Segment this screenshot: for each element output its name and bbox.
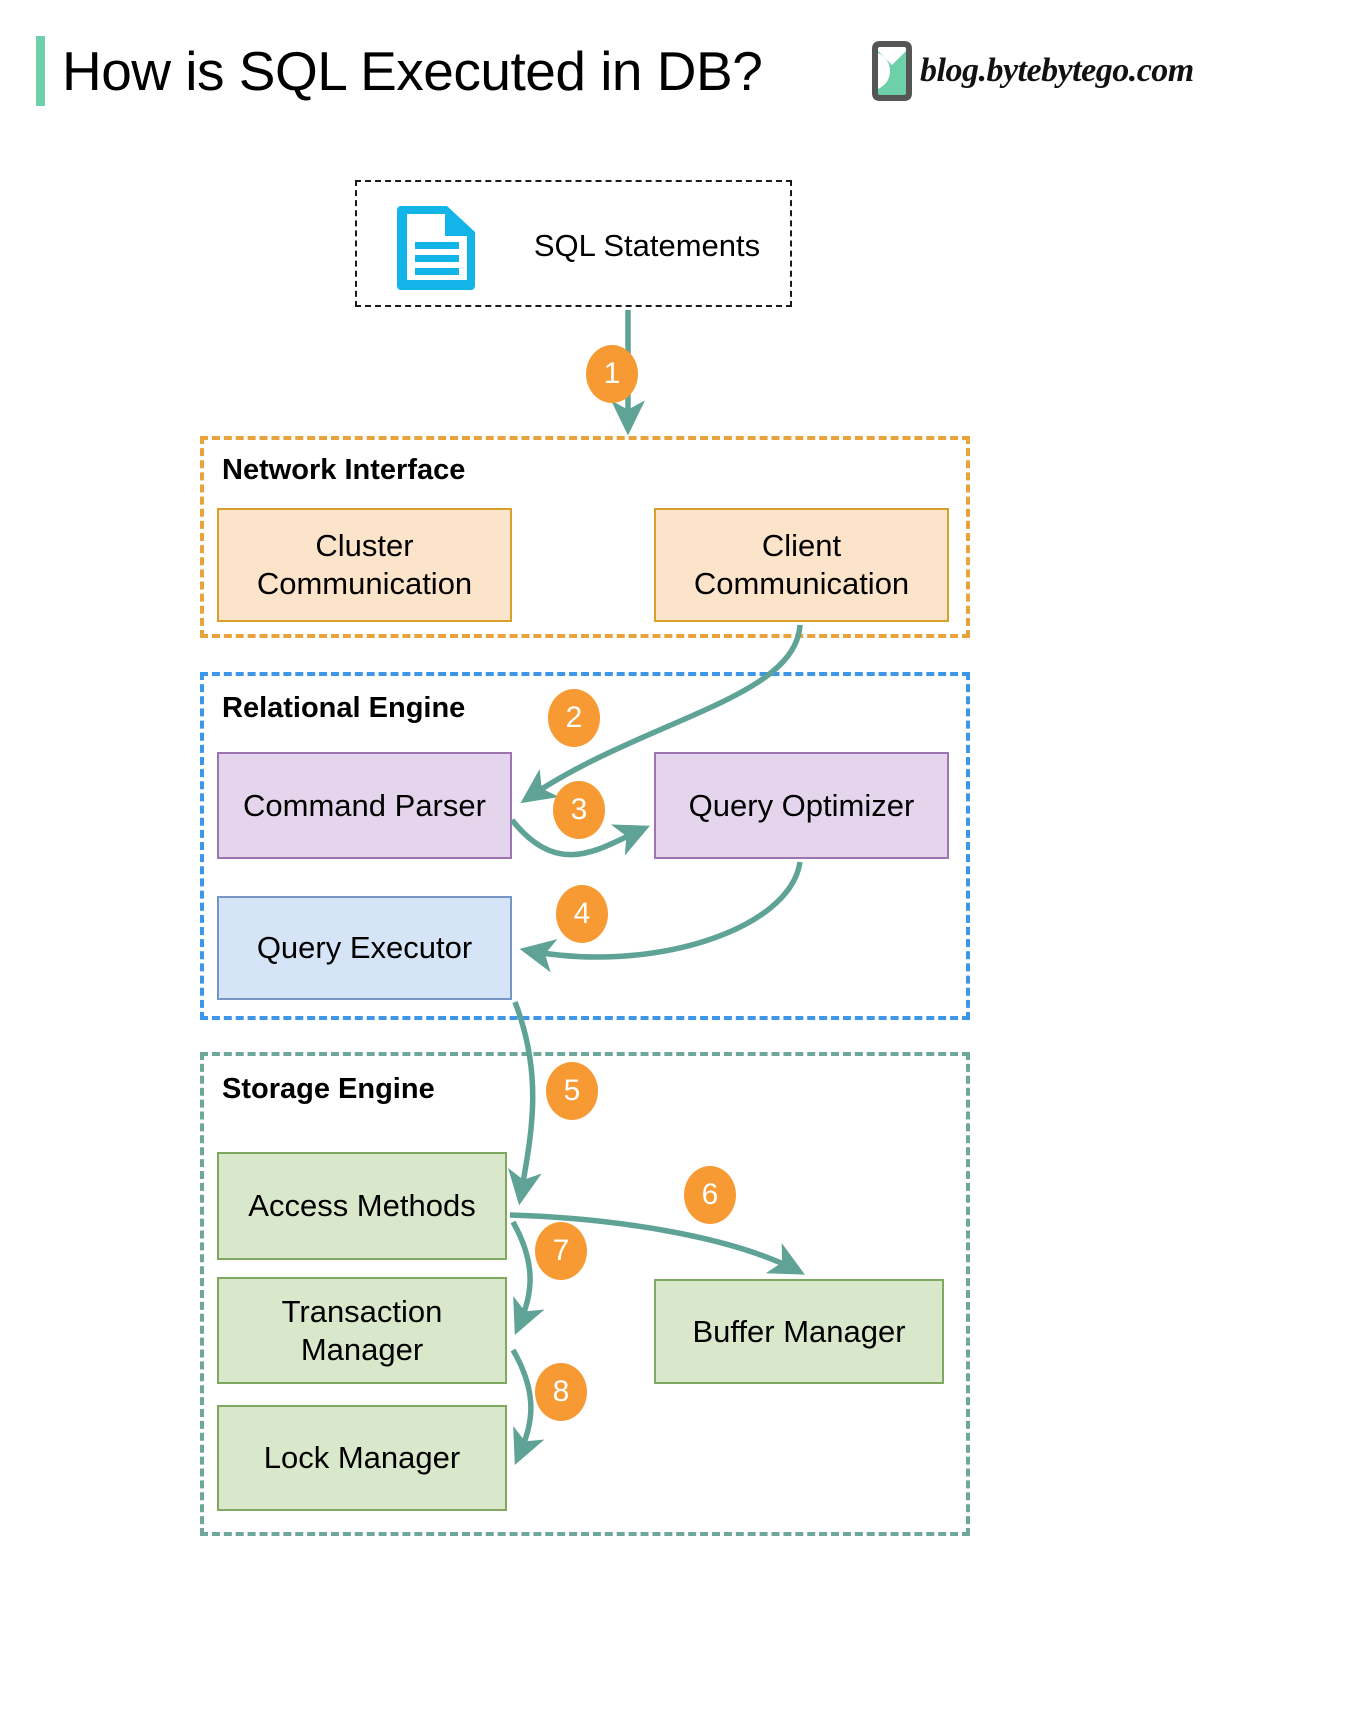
page-title: How is SQL Executed in DB? bbox=[62, 40, 763, 102]
node-client-communication-line1: Client bbox=[761, 528, 842, 564]
step-badge-8: 8 bbox=[535, 1363, 587, 1421]
node-query-executor-label: Query Executor bbox=[256, 930, 473, 966]
brand-text: blog.bytebytego.com bbox=[920, 52, 1194, 89]
node-lock-manager[interactable]: Lock Manager bbox=[217, 1405, 507, 1511]
node-client-communication-line2: Communication bbox=[693, 566, 910, 601]
node-client-communication[interactable]: Client Communication bbox=[654, 508, 949, 622]
node-command-parser-label: Command Parser bbox=[243, 787, 486, 823]
step-badge-2: 2 bbox=[548, 689, 600, 747]
step-badge-6: 6 bbox=[684, 1166, 736, 1224]
node-cluster-communication-line1: Cluster bbox=[315, 528, 414, 564]
step-badge-3: 3 bbox=[553, 781, 605, 839]
group-relational-engine-title: Relational Engine bbox=[222, 692, 466, 724]
node-access-methods[interactable]: Access Methods bbox=[217, 1152, 507, 1260]
node-lock-manager-label: Lock Manager bbox=[263, 1440, 461, 1476]
node-cluster-communication[interactable]: Cluster Communication bbox=[217, 508, 512, 622]
group-storage-engine bbox=[200, 1052, 970, 1536]
sql-statements-box[interactable]: SQL Statements bbox=[355, 180, 792, 307]
page-header: How is SQL Executed in DB? blog.bytebyte… bbox=[0, 0, 1358, 150]
node-transaction-manager[interactable]: Transaction Manager bbox=[217, 1277, 507, 1384]
node-buffer-manager[interactable]: Buffer Manager bbox=[654, 1279, 944, 1384]
group-storage-engine-title: Storage Engine bbox=[222, 1073, 435, 1105]
node-cluster-communication-line2: Communication bbox=[256, 566, 473, 601]
node-access-methods-label: Access Methods bbox=[248, 1188, 476, 1224]
step-badge-7: 7 bbox=[535, 1222, 587, 1280]
node-transaction-manager-line2: Manager bbox=[300, 1331, 424, 1367]
step-badge-1: 1 bbox=[586, 345, 638, 403]
node-transaction-manager-line1: Transaction bbox=[281, 1293, 443, 1329]
node-query-optimizer-label: Query Optimizer bbox=[688, 787, 915, 823]
node-query-executor[interactable]: Query Executor bbox=[217, 896, 512, 1000]
document-icon bbox=[397, 206, 475, 290]
bytebytego-logo-icon bbox=[872, 41, 912, 101]
step-badge-5: 5 bbox=[546, 1062, 598, 1120]
node-command-parser[interactable]: Command Parser bbox=[217, 752, 512, 859]
title-accent-bar bbox=[36, 36, 45, 106]
node-buffer-manager-label: Buffer Manager bbox=[692, 1313, 906, 1349]
step-badge-4: 4 bbox=[556, 885, 608, 943]
group-network-interface-title: Network Interface bbox=[222, 454, 466, 486]
node-query-optimizer[interactable]: Query Optimizer bbox=[654, 752, 949, 859]
sql-statements-label: SQL Statements bbox=[533, 227, 761, 263]
brand-watermark: blog.bytebytego.com bbox=[868, 38, 1194, 104]
